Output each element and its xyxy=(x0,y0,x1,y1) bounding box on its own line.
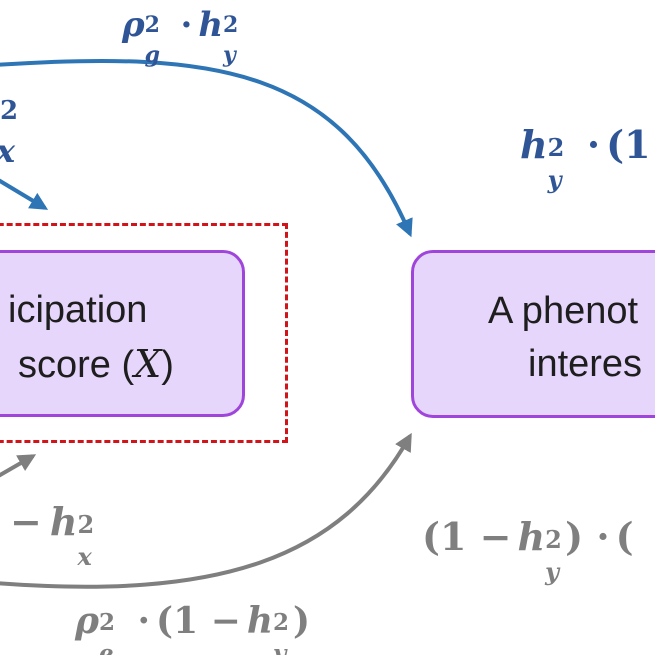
h-sub: x xyxy=(77,542,92,571)
right-box-line1: A phenot xyxy=(488,290,639,332)
left-box-line1: icipation xyxy=(8,289,148,331)
rho-sub: g xyxy=(144,42,161,68)
h-symbol: h xyxy=(49,499,78,544)
paren-expression-open: (1 − xyxy=(422,514,512,559)
h-symbol: h xyxy=(520,122,548,167)
left-box-line2-suffix: ) xyxy=(161,344,174,386)
rho-symbol: ρ xyxy=(75,600,99,642)
h-sup: 2 xyxy=(547,133,565,162)
paren-expression-open: (1 − xyxy=(156,600,241,642)
phenotype-box xyxy=(411,250,655,418)
rho-sup: 2 xyxy=(144,12,160,38)
bottom-arc-arrow xyxy=(0,432,412,589)
h-sub: y xyxy=(273,640,287,655)
h-sup: 2 xyxy=(223,12,239,38)
paren-close-dot: ) · xyxy=(565,514,610,559)
dot-operator: · xyxy=(137,600,151,642)
dot-operator: · xyxy=(586,122,601,167)
left-box-line2: score (X) xyxy=(18,345,174,384)
h-sup: 2 xyxy=(545,525,562,554)
h-symbol: h xyxy=(246,600,274,642)
selection-dashed-outline xyxy=(0,223,288,443)
minus-operator: − xyxy=(10,499,42,544)
upper-left-arrow xyxy=(0,178,49,210)
lower-left-arrow xyxy=(0,454,37,478)
paren-close: ) xyxy=(293,600,311,642)
paren-open: (1 xyxy=(606,122,651,167)
h-symbol: h xyxy=(517,514,546,559)
h-sub: y xyxy=(223,42,236,68)
rho-symbol: ρ xyxy=(122,5,145,45)
left-box-line2-prefix: score ( xyxy=(18,344,135,386)
right-box-line2: interes xyxy=(528,343,643,385)
participation-score-box xyxy=(0,250,245,417)
left-box-variable: X xyxy=(134,342,162,386)
h-sup: 2 xyxy=(273,609,290,636)
paren-open: ( xyxy=(615,514,634,559)
upper-left-label-var: x xyxy=(0,135,15,167)
h-sub: y xyxy=(547,165,562,194)
upper-left-label-sup: 2 xyxy=(0,96,19,126)
h-symbol: h xyxy=(198,5,224,45)
rho-sub: e xyxy=(98,640,114,655)
top-arc-arrow xyxy=(0,58,413,238)
rho-sup: 2 xyxy=(98,609,115,636)
dot-operator: · xyxy=(180,5,193,45)
h-sub: y xyxy=(545,557,560,586)
h-sup: 2 xyxy=(77,510,95,539)
